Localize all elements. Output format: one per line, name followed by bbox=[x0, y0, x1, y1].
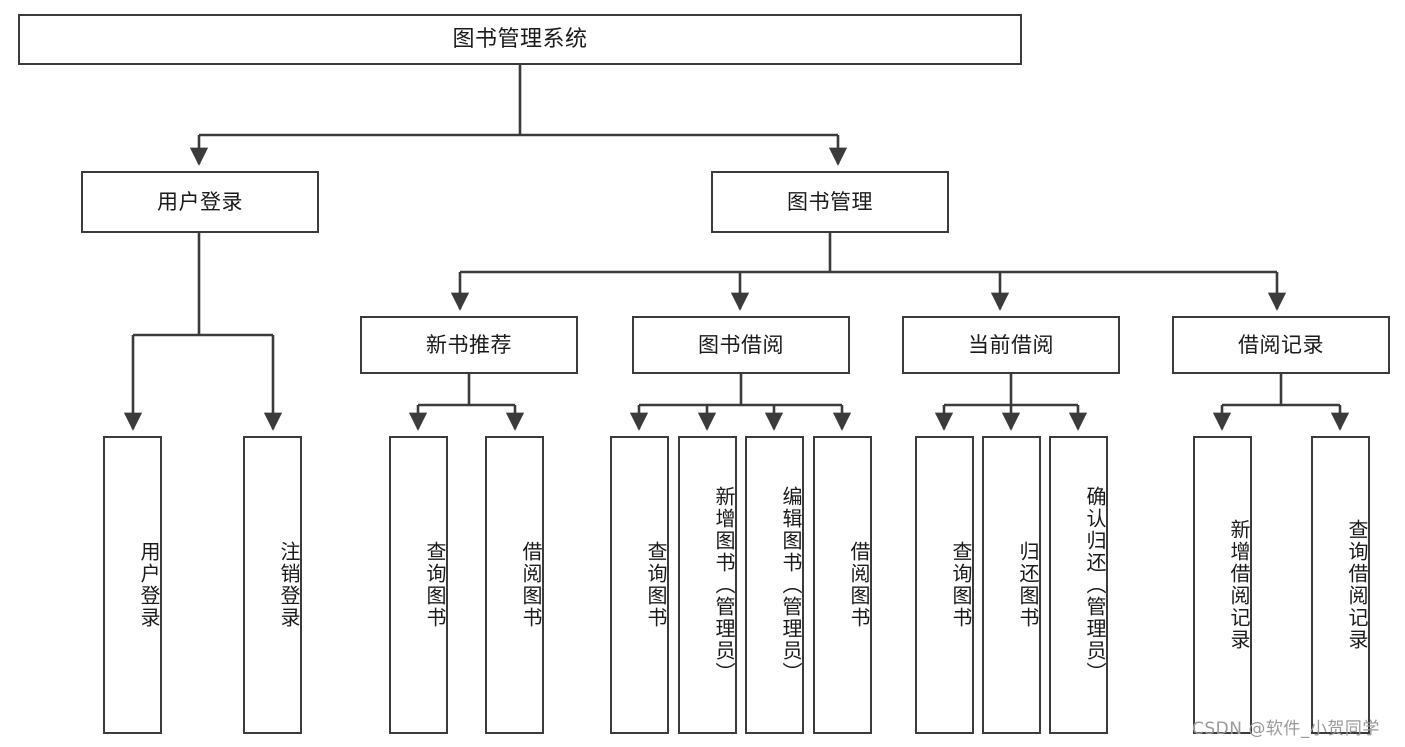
node-label: 查询借阅记录 bbox=[1345, 519, 1369, 651]
node-label: 图书管理系统 bbox=[452, 26, 588, 52]
node-label: 用户登录 bbox=[157, 189, 243, 214]
node-label: 借阅图书 bbox=[847, 541, 871, 629]
node-label: 新增图书（管理员） bbox=[712, 486, 736, 684]
node-label: 用户登录 bbox=[137, 541, 161, 629]
node-label: 新书推荐 bbox=[426, 332, 512, 357]
node-leaf-query-book-borrow[interactable]: 查询图书 bbox=[610, 436, 669, 734]
node-leaf-borrow-book-borrow[interactable]: 借阅图书 bbox=[813, 436, 872, 734]
node-leaf-return-book[interactable]: 归还图书 bbox=[982, 436, 1041, 734]
node-leaf-user-login[interactable]: 用户登录 bbox=[103, 436, 162, 734]
node-leaf-borrow-book-recommend[interactable]: 借阅图书 bbox=[485, 436, 544, 734]
node-label: 归还图书 bbox=[1016, 541, 1040, 629]
node-leaf-query-book-current[interactable]: 查询图书 bbox=[915, 436, 974, 734]
node-leaf-query-borrow-record[interactable]: 查询借阅记录 bbox=[1311, 436, 1370, 734]
node-root-system[interactable]: 图书管理系统 bbox=[18, 14, 1022, 65]
node-leaf-add-book[interactable]: 新增图书（管理员） bbox=[678, 436, 737, 734]
node-label: 借阅记录 bbox=[1238, 332, 1324, 357]
node-book-borrow[interactable]: 图书借阅 bbox=[632, 316, 850, 374]
node-current-borrow[interactable]: 当前借阅 bbox=[902, 316, 1120, 374]
node-leaf-query-book-recommend[interactable]: 查询图书 bbox=[389, 436, 448, 734]
node-borrow-record[interactable]: 借阅记录 bbox=[1172, 316, 1390, 374]
node-label: 查询图书 bbox=[644, 541, 668, 629]
node-label: 图书借阅 bbox=[698, 332, 784, 357]
node-leaf-edit-book[interactable]: 编辑图书（管理员） bbox=[745, 436, 804, 734]
node-label: 查询图书 bbox=[949, 541, 973, 629]
node-label: 当前借阅 bbox=[968, 332, 1054, 357]
node-leaf-confirm-return[interactable]: 确认归还（管理员） bbox=[1049, 436, 1108, 734]
node-label: 图书管理 bbox=[787, 189, 873, 214]
node-book-manage[interactable]: 图书管理 bbox=[711, 171, 949, 233]
node-new-book-recommend[interactable]: 新书推荐 bbox=[360, 316, 578, 374]
node-label: 新增借阅记录 bbox=[1227, 519, 1251, 651]
node-label: 注销登录 bbox=[277, 541, 301, 629]
node-leaf-logout[interactable]: 注销登录 bbox=[243, 436, 302, 734]
node-label: 确认归还（管理员） bbox=[1083, 486, 1107, 684]
node-user-login[interactable]: 用户登录 bbox=[81, 171, 319, 233]
node-leaf-add-borrow-record[interactable]: 新增借阅记录 bbox=[1193, 436, 1252, 734]
node-label: 查询图书 bbox=[423, 541, 447, 629]
csdn-watermark: CSDN @软件_小贺同学 bbox=[1192, 719, 1380, 739]
node-label: 借阅图书 bbox=[519, 541, 543, 629]
node-label: 编辑图书（管理员） bbox=[779, 486, 803, 684]
